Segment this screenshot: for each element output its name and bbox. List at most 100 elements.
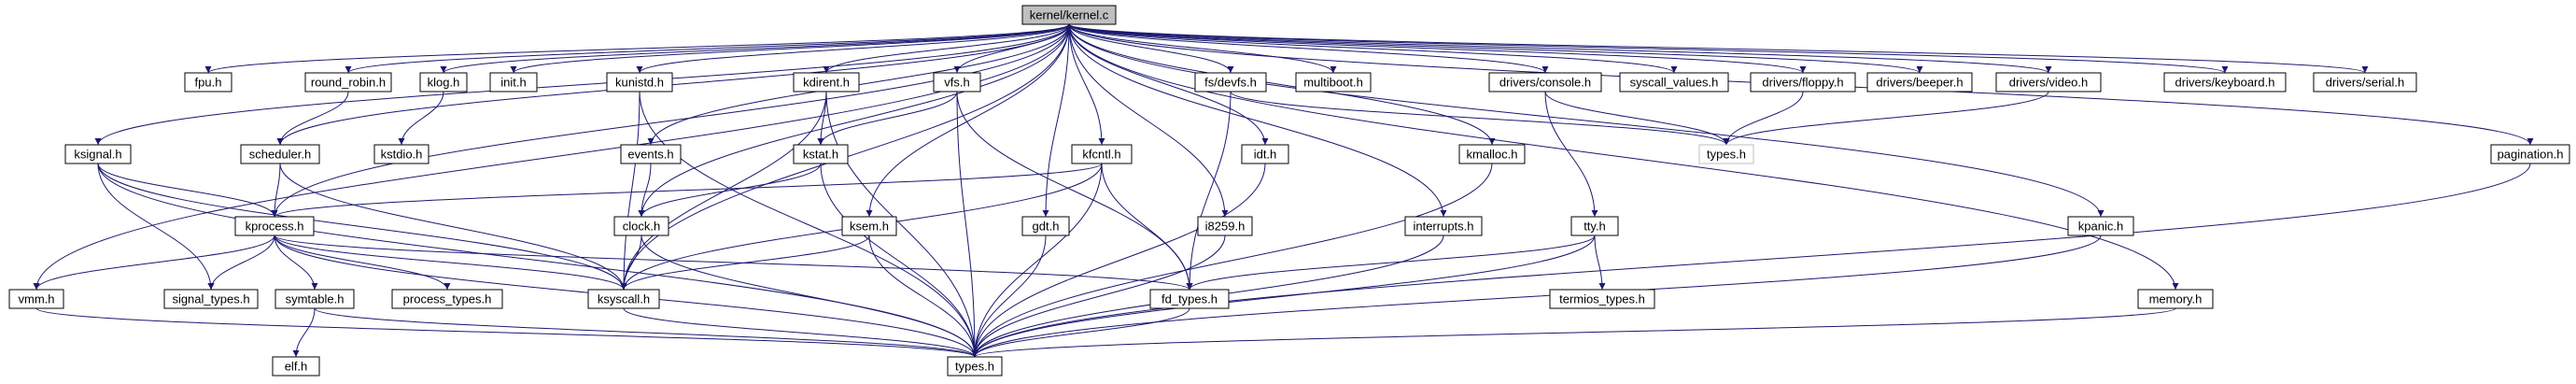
- node-types-h[interactable]: types.h: [947, 356, 1003, 377]
- node-elf-h[interactable]: elf.h: [272, 356, 320, 377]
- node-box: [841, 216, 897, 236]
- node-fd-types-h[interactable]: fd_types.h: [1149, 289, 1230, 309]
- node-types-h-sys[interactable]: types.h: [1698, 144, 1754, 164]
- node-idt-h[interactable]: idt.h: [1241, 144, 1289, 164]
- node-box: [489, 72, 538, 92]
- node-gdt-h[interactable]: gdt.h: [1021, 216, 1070, 236]
- node-box: [8, 289, 64, 309]
- node-kdirent-h[interactable]: kdirent.h: [793, 72, 860, 92]
- node-box: [1488, 72, 1602, 92]
- edge-kernel-c-to-interrupts-h: [1068, 23, 1447, 218]
- node-interrupts-h[interactable]: interrupts.h: [1404, 216, 1483, 236]
- edge-kprocess-h-to-symtable-h: [274, 235, 318, 291]
- node-signal-types-h[interactable]: signal_types.h: [163, 289, 259, 309]
- node-kfcntl-h[interactable]: kfcntl.h: [1071, 144, 1133, 164]
- node-label: process_types.h: [403, 292, 492, 306]
- edge-fs-devfs-h-to-types-h-sys: [1230, 91, 1730, 146]
- node-drivers-keyboard-h[interactable]: drivers/keyboard.h: [2163, 72, 2287, 92]
- node-label: clock.h: [623, 220, 660, 234]
- node-box: [2067, 216, 2134, 236]
- node-vfs-h[interactable]: vfs.h: [933, 72, 981, 92]
- node-drivers-video-h[interactable]: drivers/video.h: [1995, 72, 2102, 92]
- node-label: events.h: [627, 148, 673, 162]
- node-box: [1021, 216, 1070, 236]
- node-vmm-h[interactable]: vmm.h: [8, 289, 64, 309]
- node-box: [1295, 72, 1372, 92]
- node-syscall-values-h[interactable]: syscall_values.h: [1619, 72, 1729, 92]
- edge-kernel-c-to-kmalloc-h: [1068, 23, 1496, 146]
- edge-kernel-c-to-kprocess-h: [271, 23, 1070, 218]
- node-label: idt.h: [1254, 148, 1277, 162]
- node-label: kunistd.h: [615, 76, 664, 90]
- node-ksyscall-h[interactable]: ksyscall.h: [587, 289, 660, 309]
- edge-kernel-c-to-memory-h: [1068, 23, 2179, 291]
- node-fpu-h[interactable]: fpu.h: [184, 72, 232, 92]
- edge-clock-h-to-ksyscall-h: [620, 235, 642, 291]
- node-klog-h[interactable]: klog.h: [419, 72, 468, 92]
- edge-symtable-h-to-types-h: [314, 307, 978, 358]
- node-symtable-h[interactable]: symtable.h: [274, 289, 355, 309]
- node-drivers-console-h[interactable]: drivers/console.h: [1488, 72, 1602, 92]
- node-label: drivers/video.h: [2009, 76, 2089, 90]
- node-label: drivers/beeper.h: [1876, 76, 1963, 90]
- node-drivers-beeper-h[interactable]: drivers/beeper.h: [1866, 72, 1973, 92]
- node-box: [1866, 72, 1973, 92]
- node-box: [2163, 72, 2287, 92]
- edge-kdirent-h-to-types-h: [825, 91, 978, 358]
- edge-kernel-c-to-drivers-console-h: [1068, 23, 1549, 74]
- edge-drivers-floppy-h-to-types-h-sys: [1723, 91, 1804, 146]
- node-ksignal-h[interactable]: ksignal.h: [64, 144, 132, 164]
- edge-kunistd-h-to-ksyscall-h: [620, 91, 640, 291]
- node-multiboot-h[interactable]: multiboot.h: [1295, 72, 1372, 92]
- node-label: drivers/floppy.h: [1762, 76, 1843, 90]
- node-tty-h[interactable]: tty.h: [1570, 216, 1619, 236]
- node-kpanic-h[interactable]: kpanic.h: [2067, 216, 2134, 236]
- node-fs-devfs-h[interactable]: fs/devfs.h: [1194, 72, 1267, 92]
- edge-kernel-c-to-round-robin-h: [345, 23, 1070, 74]
- node-label: elf.h: [285, 360, 308, 374]
- node-drivers-floppy-h[interactable]: drivers/floppy.h: [1750, 72, 1856, 92]
- node-kunistd-h[interactable]: kunistd.h: [606, 72, 673, 92]
- node-label: memory.h: [2149, 292, 2203, 306]
- node-box: [2313, 72, 2417, 92]
- node-round-robin-h[interactable]: round_robin.h: [304, 72, 392, 92]
- node-box: [606, 72, 673, 92]
- edge-kernel-c-to-gdt-h: [1042, 23, 1070, 218]
- node-pagination-h[interactable]: pagination.h: [2490, 144, 2570, 164]
- node-kprocess-h[interactable]: kprocess.h: [234, 216, 315, 236]
- node-ksem-h[interactable]: ksem.h: [841, 216, 897, 236]
- node-memory-h[interactable]: memory.h: [2137, 289, 2214, 309]
- node-process-types-h[interactable]: process_types.h: [391, 289, 503, 309]
- node-kmalloc-h[interactable]: kmalloc.h: [1458, 144, 1526, 164]
- edge-kernel-c-to-fpu-h: [204, 23, 1070, 74]
- edge-kernel-c-to-drivers-video-h: [1068, 23, 2052, 74]
- node-kernel-c[interactable]: kernel/kernel.c: [1021, 5, 1117, 25]
- edge-scheduler-h-to-ksyscall-h: [279, 163, 627, 291]
- node-i8259-h[interactable]: i8259.h: [1197, 216, 1253, 236]
- node-label: ksyscall.h: [598, 292, 650, 306]
- node-label: types.h: [955, 360, 994, 374]
- node-box: [1194, 72, 1267, 92]
- node-scheduler-h[interactable]: scheduler.h: [240, 144, 320, 164]
- node-kstat-h[interactable]: kstat.h: [793, 144, 849, 164]
- node-label: kpanic.h: [2078, 220, 2123, 234]
- edge-kprocess-h-to-process-types-h: [274, 235, 451, 291]
- node-label: ksignal.h: [74, 148, 121, 162]
- edge-kernel-c-to-kpanic-h: [1068, 23, 2104, 218]
- node-clock-h[interactable]: clock.h: [613, 216, 669, 236]
- node-drivers-serial-h[interactable]: drivers/serial.h: [2313, 72, 2417, 92]
- edge-vfs-h-to-kstat-h: [817, 91, 958, 146]
- node-box: [274, 289, 355, 309]
- node-init-h[interactable]: init.h: [489, 72, 538, 92]
- node-events-h[interactable]: events.h: [620, 144, 682, 164]
- edge-tty-h-to-fd-types-h: [1186, 235, 1596, 291]
- node-label: ksem.h: [850, 220, 889, 234]
- node-termios-types-h[interactable]: termios_types.h: [1549, 289, 1655, 309]
- edge-drivers-console-h-to-types-h-sys: [1544, 91, 1730, 146]
- node-label: syscall_values.h: [1630, 76, 1719, 90]
- edge-kernel-c-to-init-h: [510, 23, 1070, 74]
- node-box: [64, 144, 132, 164]
- edge-ksignal-h-to-kprocess-h: [97, 163, 278, 218]
- edge-vmm-h-to-types-h: [35, 307, 978, 358]
- node-kstdio-h[interactable]: kstdio.h: [373, 144, 429, 164]
